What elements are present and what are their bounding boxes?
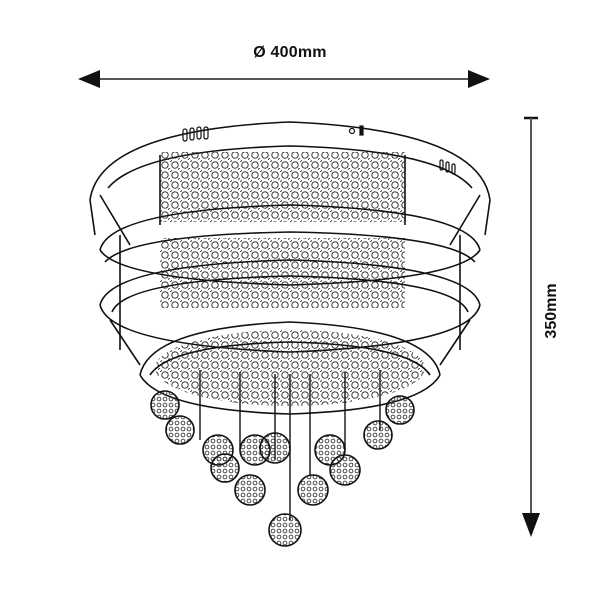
width-dimension-label: Ø 400mm [253,44,327,61]
arrow-right-icon [468,70,490,88]
chandelier [89,121,491,547]
height-dimension-label: 350mm [543,283,560,339]
width-dimension [78,70,490,88]
arrow-left-icon [78,70,100,88]
height-dimension [522,116,540,537]
arrow-down-icon [522,513,540,537]
